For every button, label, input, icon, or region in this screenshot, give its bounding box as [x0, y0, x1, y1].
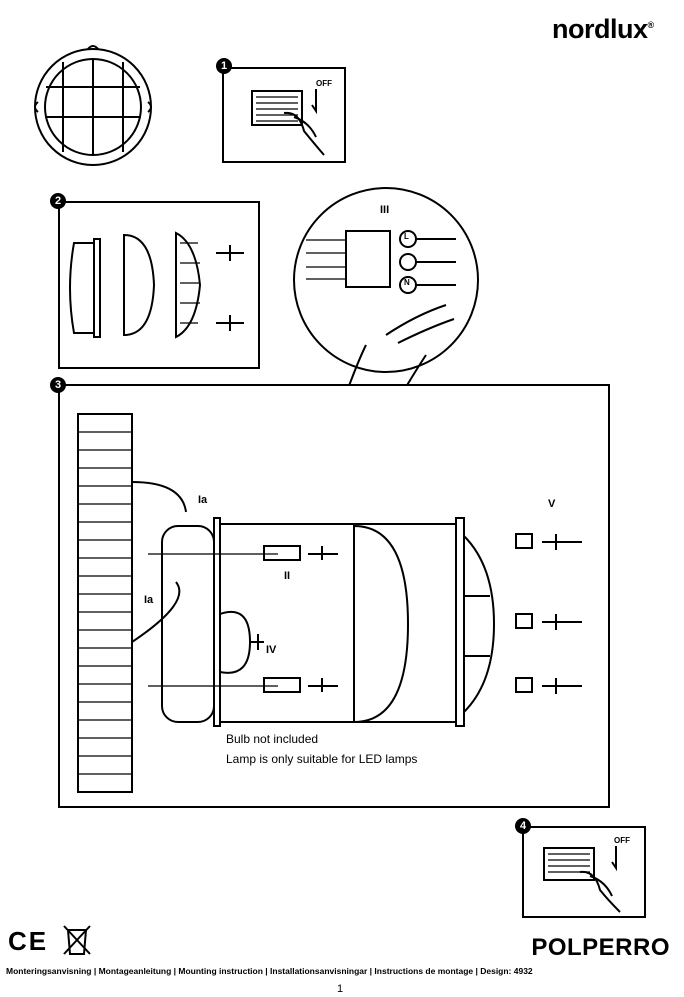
step-2-panel	[58, 201, 260, 369]
ce-mark: CE	[8, 926, 49, 956]
label-ia-top: Ia	[198, 494, 208, 506]
label-iv: IV	[266, 644, 277, 656]
step-4-panel: OFF	[522, 826, 646, 918]
brand-name: nordlux	[552, 14, 648, 44]
step-3-drawing	[77, 413, 582, 793]
detail-roman-label: III	[380, 204, 390, 216]
weee-bin-icon	[63, 925, 91, 955]
footer-languages: Monteringsanvisning | Montageanleitung |…	[6, 966, 533, 976]
step-3-panel: Ia Ia II IV V Bulb not included Lamp is …	[58, 384, 610, 808]
product-name: POLPERRO	[531, 934, 670, 961]
step-2-drawing	[69, 231, 244, 339]
step-1-panel: OFF	[222, 67, 346, 163]
label-v: V	[548, 498, 556, 510]
terminal-n-label: N	[404, 278, 410, 287]
switch-off-hand-icon	[251, 89, 325, 156]
terminal-l-label: L	[404, 232, 409, 241]
bulb-note: Bulb not included	[226, 732, 319, 746]
step-4-badge: 4	[515, 818, 531, 834]
label-ia-side: Ia	[144, 594, 154, 606]
brand-logo: nordlux®	[552, 14, 654, 45]
step-2-badge: 2	[50, 193, 66, 209]
led-note: Lamp is only suitable for LED lamps	[226, 752, 418, 766]
label-ii: II	[284, 570, 291, 582]
off-label: OFF	[316, 79, 332, 88]
off-label-step4: OFF	[614, 836, 630, 845]
step-1-badge: 1	[216, 58, 232, 74]
step-3-badge: 3	[50, 377, 66, 393]
switch-on-hand-icon	[543, 846, 621, 913]
product-illustration	[34, 45, 152, 166]
brand-mark: ®	[647, 20, 655, 30]
page-number: 1	[337, 983, 344, 995]
